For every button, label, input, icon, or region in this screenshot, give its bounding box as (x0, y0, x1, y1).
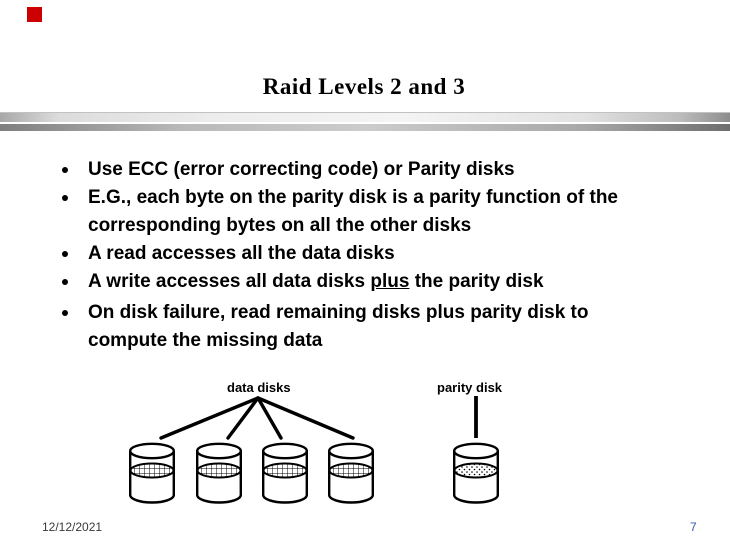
bullet-item: On disk failure, read remaining disks pl… (60, 299, 662, 355)
divider-bar-bottom (0, 124, 730, 131)
parity-disk-cylinder (453, 442, 499, 504)
divider-bar-top (0, 112, 730, 122)
red-square-decoration (27, 7, 42, 22)
bullet-text: On disk failure, read remaining disks pl… (88, 302, 589, 351)
data-disk-cylinder-1 (128, 442, 176, 504)
bullet-icon (62, 251, 68, 257)
data-disk-cylinder-2 (195, 442, 243, 504)
bullet-item: Use ECC (error correcting code) or Parit… (60, 156, 662, 184)
parity-disk-label: parity disk (437, 380, 503, 395)
bullet-text-underlined: plus (370, 271, 410, 292)
slide-title: Raid Levels 2 and 3 (262, 74, 466, 99)
bullet-text: Use ECC (error correcting code) or Parit… (88, 159, 515, 180)
data-disk-cylinder-4 (328, 442, 374, 504)
data-disk-cylinder-3 (262, 442, 308, 504)
page-number: 7 (690, 520, 697, 534)
bullet-item: A read accesses all the data disks (60, 240, 662, 268)
bullet-list: Use ECC (error correcting code) or Parit… (60, 156, 662, 355)
bullet-text-pre: A write accesses all data disks (88, 271, 371, 292)
bullet-icon (62, 310, 68, 316)
bullet-item: A write accesses all data disks plus the… (60, 268, 662, 296)
bullet-icon (62, 195, 68, 201)
bullet-text: E.G., each byte on the parity disk is a … (88, 187, 618, 236)
bullet-item: E.G., each byte on the parity disk is a … (60, 184, 662, 240)
bullet-text: A write accesses all data disks plus the… (88, 268, 662, 296)
bullet-icon (62, 167, 68, 173)
bullet-icon (62, 279, 68, 285)
data-disks-label: data disks (227, 380, 291, 395)
footer-date: 12/12/2021 (42, 520, 103, 534)
bullet-text-post: the parity disk (409, 271, 544, 292)
fan-lines (159, 396, 355, 440)
disk-diagram (128, 396, 499, 504)
bullet-text: A read accesses all the data disks (88, 243, 395, 264)
